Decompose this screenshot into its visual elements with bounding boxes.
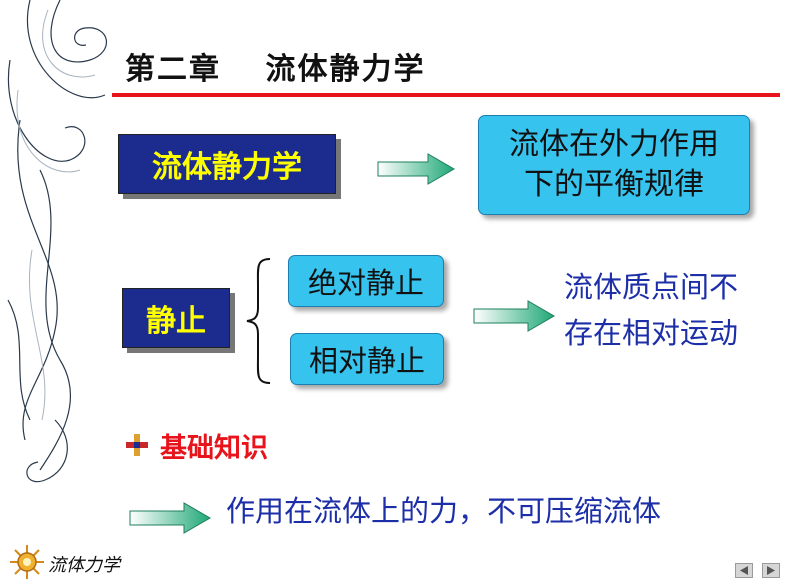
definition-line-1: 流体在外力作用: [509, 127, 719, 162]
topic-box-rest: 静止: [122, 288, 230, 348]
title-underline: [112, 93, 780, 97]
topic-box-hydrostatics-label: 流体静力学: [152, 150, 302, 185]
triangle-left-icon: [740, 566, 748, 575]
page-title: 第二章 流体静力学: [125, 52, 426, 87]
conclusion-line-2: 存在相对运动: [564, 316, 739, 350]
section-heading: 基础知识: [160, 433, 268, 464]
option-box-relative-rest: 相对静止: [290, 333, 444, 385]
conclusion-text: 流体质点间不 存在相对运动: [564, 264, 738, 356]
decorative-swirl: [7, 0, 108, 483]
sun-logo-icon: [10, 545, 44, 579]
arrow-right-icon: [473, 300, 556, 332]
plus-bullet-icon: [126, 434, 148, 456]
topic-box-hydrostatics: 流体静力学: [118, 134, 336, 194]
triangle-right-icon: [767, 566, 775, 575]
definition-box-equilibrium: 流体在外力作用 下的平衡规律: [478, 115, 750, 215]
arrow-right-icon: [129, 502, 212, 534]
option-box-absolute-rest: 绝对静止: [288, 255, 444, 307]
arrow-right-icon: [377, 153, 456, 185]
footer-logo-text: 流体力学: [48, 555, 120, 576]
next-slide-button[interactable]: [762, 563, 780, 578]
left-brace: [246, 258, 271, 384]
definition-line-2: 下的平衡规律: [524, 167, 704, 202]
option-relative-rest-label: 相对静止: [308, 344, 425, 378]
topics-text: 作用在流体上的力，不可压缩流体: [226, 494, 662, 528]
topic-box-rest-label: 静止: [146, 304, 206, 339]
conclusion-line-1: 流体质点间不: [564, 270, 739, 304]
prev-slide-button[interactable]: [735, 563, 753, 578]
option-absolute-rest-label: 绝对静止: [307, 266, 424, 300]
